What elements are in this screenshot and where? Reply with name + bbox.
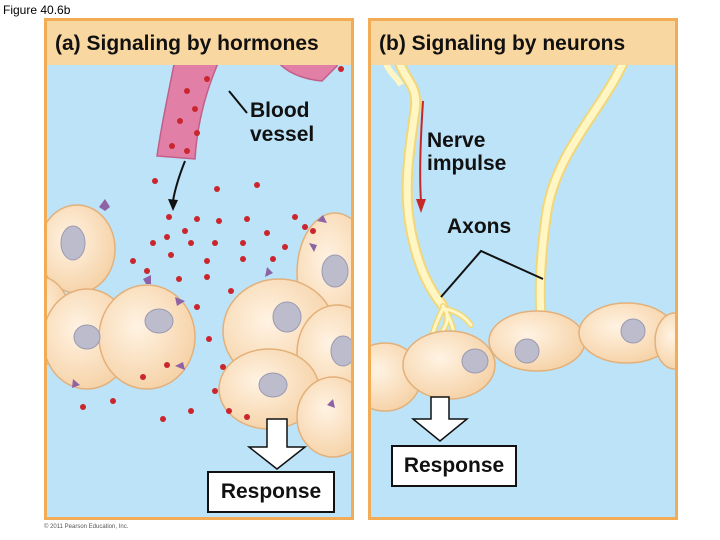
receptors: [72, 199, 335, 408]
blood-vessel: [156, 58, 344, 160]
axons-pointer: [440, 249, 544, 298]
response-box-b: Response: [391, 445, 517, 487]
neuron-scene: [371, 55, 675, 442]
panel-neurons: (b) Signaling by neurons Nerve impulse A…: [368, 18, 678, 520]
panel-b-header: (b) Signaling by neurons: [371, 21, 675, 65]
response-box-a: Response: [207, 471, 335, 513]
nerve-impulse-arrow: [416, 100, 426, 213]
secretion-arrow: [168, 160, 186, 211]
blood-vessel-label-line2: vessel: [250, 123, 315, 146]
blood-vessel-pointer: [228, 90, 248, 114]
panel-hormones: (a) Signaling by hormones Blood vessel R…: [44, 18, 354, 520]
axons-label: Axons: [447, 215, 512, 238]
axon-left: [382, 55, 474, 342]
response-arrow-b: [410, 396, 470, 442]
figure-caption: Figure 40.6b: [3, 3, 71, 17]
neuron-target-cells: [371, 302, 675, 412]
panel-a-header: (a) Signaling by hormones: [47, 21, 351, 65]
hormone-molecules: [80, 178, 316, 422]
panel-b-title: (b) Signaling by neurons: [379, 32, 626, 55]
blood-vessel-label-line1: Blood: [250, 99, 310, 122]
copyright-notice: © 2011 Pearson Education, Inc.: [44, 524, 129, 530]
nerve-impulse-label-line1: Nerve: [427, 129, 486, 152]
axon-right: [534, 57, 629, 323]
hormone-scene: [47, 58, 351, 470]
panel-a-title: (a) Signaling by hormones: [55, 32, 319, 55]
cell-cluster: [47, 204, 351, 458]
response-arrow: [246, 418, 308, 470]
nerve-impulse-label-line2: impulse: [427, 152, 507, 175]
